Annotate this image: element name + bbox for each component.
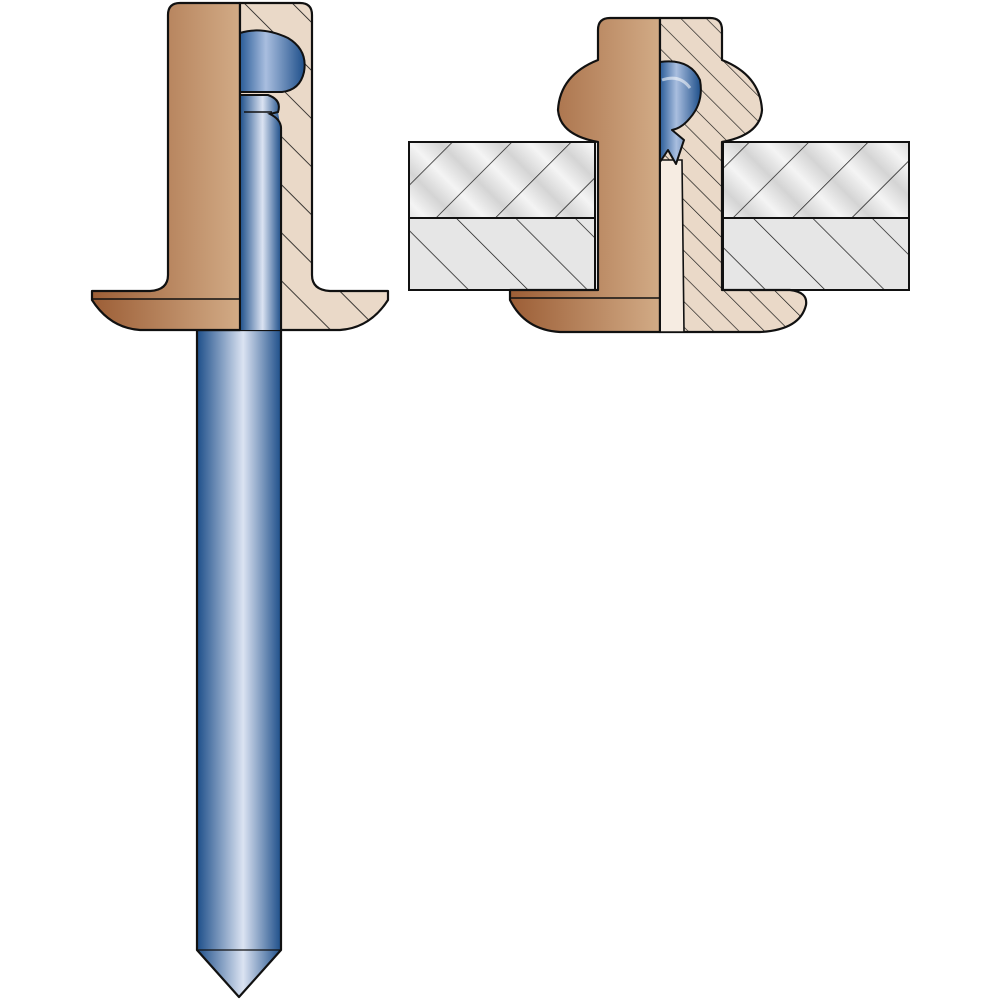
mandrel-retained-highlight [661, 76, 692, 89]
sheet-right-top [722, 141, 910, 219]
mandrel-shaft [195, 328, 283, 999]
mandrel-head [239, 29, 306, 93]
rivet-body-exterior [90, 1, 242, 332]
rivet-set-exterior [508, 16, 662, 334]
rivet-set-hollow [659, 159, 685, 333]
sheet-left [408, 141, 596, 291]
rivet-set-view [408, 16, 910, 334]
sheet-right [722, 141, 910, 291]
sheet-left-bottom [408, 217, 596, 291]
sheet-right-bottom [722, 217, 910, 291]
mandrel-neck-outline [240, 94, 283, 330]
mandrel-neck [240, 95, 281, 330]
rivet-unset-view [90, 1, 390, 999]
sheet-left-top [408, 141, 596, 219]
